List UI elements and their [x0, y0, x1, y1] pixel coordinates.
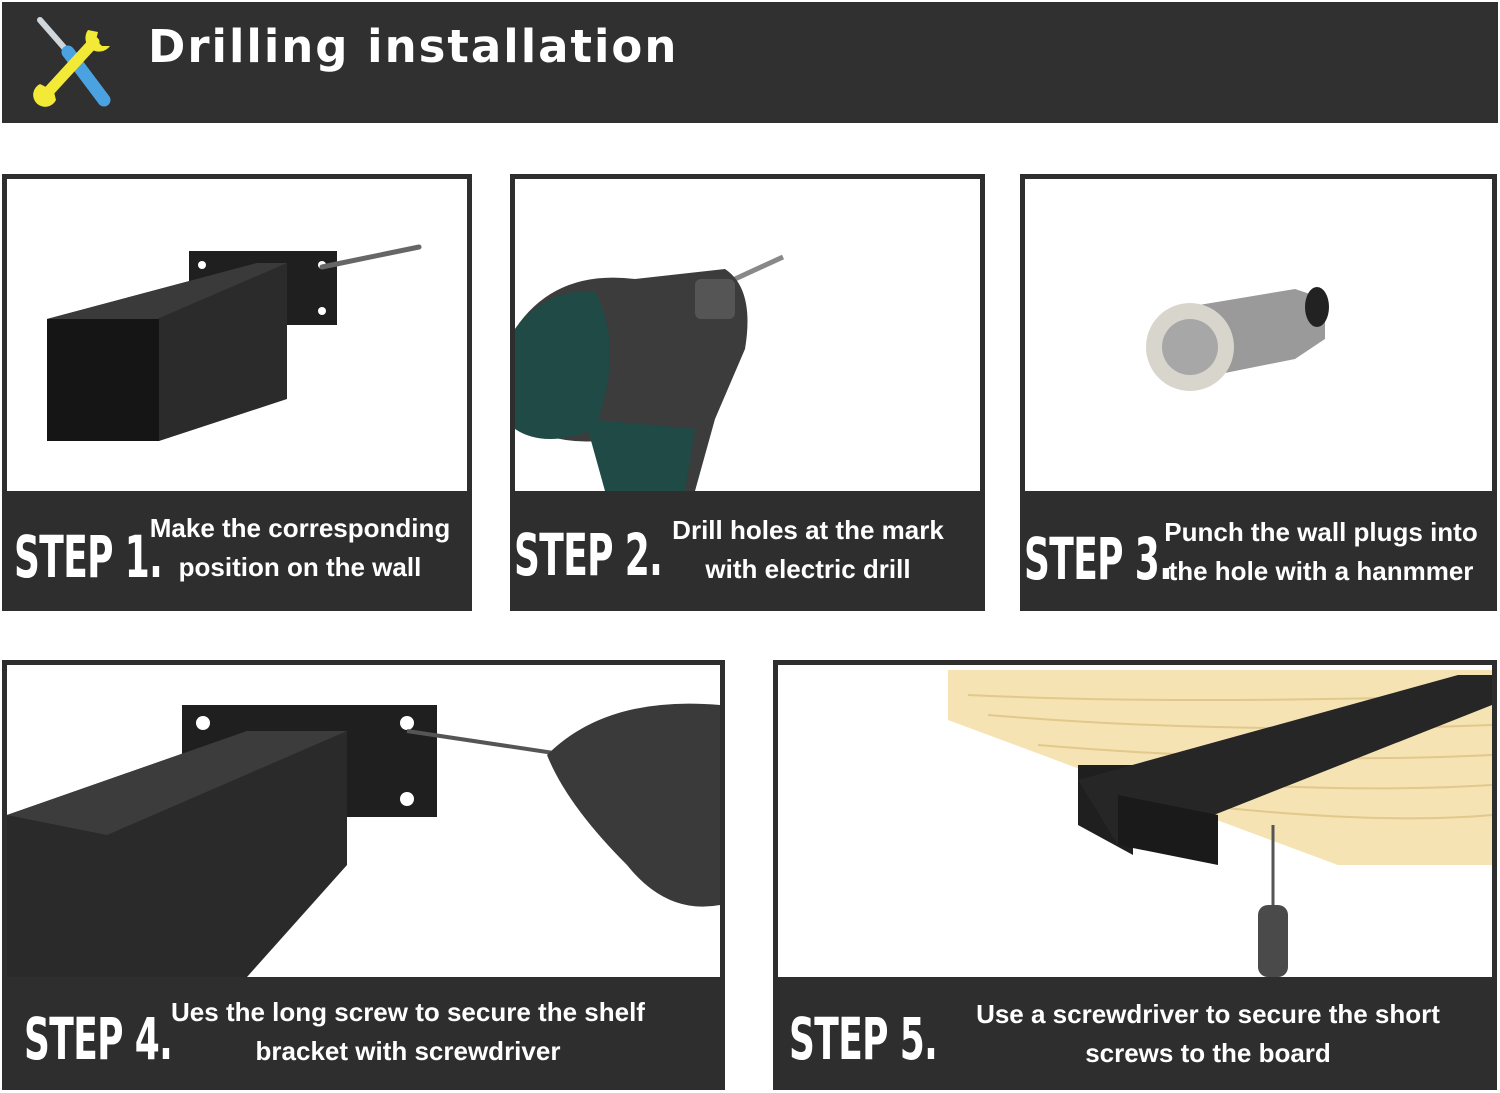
wrench-screwdriver-icon	[22, 12, 122, 112]
step-3-card: STEP 3. Punch the wall plugs into the ho…	[1020, 174, 1497, 611]
step-2-label: STEP 2.	[514, 521, 663, 589]
step-5-card: STEP 5. Use a screwdriver to secure the …	[773, 660, 1497, 1090]
step-3-label: STEP 3.	[1024, 525, 1173, 593]
step-5-line-1: Use a screwdriver to secure the short	[976, 999, 1440, 1029]
step-5-text: Use a screwdriver to secure the short sc…	[933, 995, 1483, 1073]
step-3-text: Punch the wall plugs into the hole with …	[1148, 513, 1494, 591]
step-2-line-1: Drill holes at the mark	[672, 515, 944, 545]
step-3-line-2: the hole with a hanmmer	[1168, 556, 1474, 586]
step-1-text: Make the corresponding position on the w…	[130, 509, 470, 587]
step-1-illustration	[7, 179, 467, 491]
step-2-line-2: with electric drill	[705, 554, 911, 584]
step-1-line-1: Make the corresponding	[149, 513, 451, 543]
step-2-card: STEP 2. Drill holes at the mark with ele…	[510, 174, 985, 611]
step-1-card: STEP 1. Make the corresponding position …	[2, 174, 472, 611]
step-4-illustration	[7, 665, 720, 977]
step-1-line-2: position on the wall	[178, 552, 422, 582]
step-4-text: Ues the long screw to secure the shelf b…	[152, 993, 664, 1071]
step-2-illustration	[515, 179, 980, 491]
step-4-line-1: Ues the long screw to secure the shelf	[171, 997, 645, 1027]
step-4-card: STEP 4. Ues the long screw to secure the…	[2, 660, 725, 1090]
step-4-label: STEP 4.	[24, 1005, 173, 1073]
header-banner: Drilling installation	[2, 2, 1498, 123]
step-5-label: STEP 5.	[789, 1005, 938, 1073]
step-3-line-1: Punch the wall plugs into	[1164, 517, 1478, 547]
step-3-caption: STEP 3. Punch the wall plugs into the ho…	[1020, 491, 1497, 611]
step-1-caption: STEP 1. Make the corresponding position …	[2, 491, 472, 611]
step-2-text: Drill holes at the mark with electric dr…	[638, 511, 978, 589]
step-2-caption: STEP 2. Drill holes at the mark with ele…	[510, 491, 985, 611]
step-3-illustration	[1025, 179, 1492, 491]
step-4-caption: STEP 4. Ues the long screw to secure the…	[2, 977, 725, 1090]
step-4-line-2: bracket with screwdriver	[255, 1036, 561, 1066]
step-5-line-2: screws to the board	[1085, 1038, 1331, 1068]
step-5-caption: STEP 5. Use a screwdriver to secure the …	[773, 977, 1497, 1090]
step-1-label: STEP 1.	[14, 523, 163, 591]
page-title: Drilling installation	[148, 20, 679, 73]
step-5-illustration	[778, 665, 1492, 977]
